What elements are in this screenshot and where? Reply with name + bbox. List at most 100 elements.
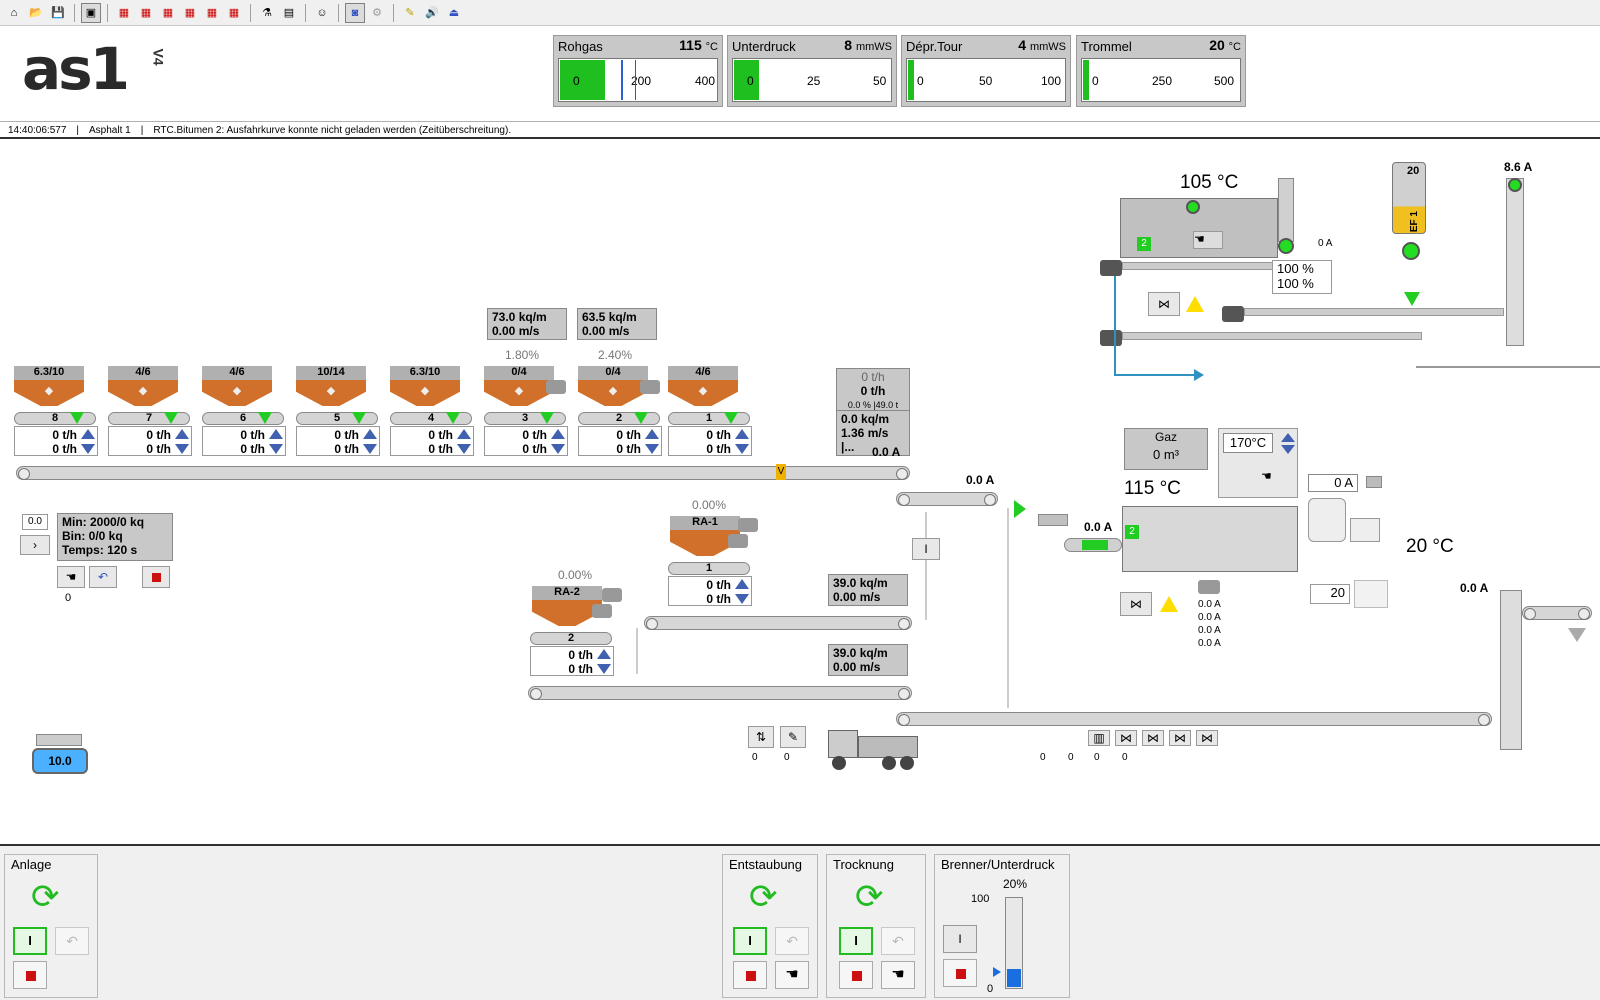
ra2-flow[interactable]: 0 t/h 0 t/h (530, 646, 614, 676)
recipe-icon[interactable]: ⚗ (262, 7, 272, 19)
compressor[interactable]: 10.0 (32, 748, 88, 774)
start-button[interactable]: I (839, 927, 873, 955)
hopper[interactable]: 4/6◆ (108, 366, 178, 406)
collecting-conveyor[interactable] (16, 466, 910, 480)
down-arrow-icon[interactable] (735, 594, 749, 604)
down-arrow-icon[interactable] (551, 444, 565, 454)
filter-valve-button[interactable]: ⋈ (1148, 292, 1180, 316)
stop-button[interactable] (13, 961, 47, 989)
exit-icon[interactable]: ⏏ (448, 7, 460, 19)
ra1-feeder[interactable]: 1 (668, 562, 750, 575)
main-conveyor[interactable] (896, 712, 1492, 726)
up-arrow-icon[interactable] (175, 429, 189, 439)
settings-icon[interactable]: ⚙ (372, 7, 382, 19)
stop-button[interactable] (733, 961, 767, 989)
view-4-icon[interactable]: ▦ (184, 7, 196, 19)
up-arrow-icon[interactable] (363, 429, 377, 439)
hopper[interactable]: 0/4◆ (578, 366, 648, 406)
valve-4-button[interactable]: ⋈ (1196, 730, 1218, 746)
hopper[interactable]: 6.3/10◆ (14, 366, 84, 406)
view-6-icon[interactable]: ▦ (228, 7, 240, 19)
view-5-icon[interactable]: ▦ (206, 7, 218, 19)
undo-button[interactable]: ↶ (881, 927, 915, 955)
ra2-conveyor[interactable] (528, 686, 912, 700)
start-button[interactable]: I (733, 927, 767, 955)
filler-silo[interactable]: 20 EF 1 (1392, 162, 1426, 234)
valve-3-button[interactable]: ⋈ (1169, 730, 1191, 746)
stop-button[interactable] (839, 961, 873, 989)
damper-values[interactable]: 100 % 100 % (1272, 260, 1332, 294)
scale-next-button[interactable]: › (20, 535, 50, 555)
up-arrow-icon[interactable] (735, 429, 749, 439)
sequence-button[interactable]: ⇅ (748, 726, 774, 748)
up-arrow-icon[interactable] (457, 429, 471, 439)
dryer-drum[interactable]: 2 (1122, 506, 1298, 572)
monitor-icon[interactable]: ▣ (81, 2, 101, 23)
undo-button[interactable]: ↶ (775, 927, 809, 955)
hopper[interactable]: 0/4◆ (484, 366, 554, 406)
ra1-flow[interactable]: 0 t/h 0 t/h (668, 576, 752, 606)
down-arrow-icon[interactable] (597, 664, 611, 674)
filler-elevator[interactable] (1506, 178, 1524, 346)
edit-icon[interactable]: ✎ (405, 7, 415, 19)
open-folder-icon[interactable]: 📂 (29, 7, 43, 19)
down-arrow-icon[interactable] (81, 444, 95, 454)
save-icon[interactable]: 💾 (51, 7, 65, 19)
manual-hand-button[interactable]: ☚ (775, 961, 809, 989)
undo-button[interactable]: ↶ (55, 927, 89, 955)
down-arrow-icon[interactable] (363, 444, 377, 454)
up-arrow-icon[interactable] (597, 649, 611, 659)
burner-hand-button[interactable]: ☚ (1261, 469, 1272, 483)
start-button[interactable]: I (13, 927, 47, 955)
hopper[interactable]: 6.3/10◆ (390, 366, 460, 406)
up-arrow-icon[interactable] (81, 429, 95, 439)
down-arrow-icon[interactable] (735, 444, 749, 454)
down-arrow-icon[interactable] (175, 444, 189, 454)
view-3-icon[interactable]: ▦ (162, 7, 174, 19)
bucket-elevator[interactable] (1500, 590, 1522, 750)
spin-button[interactable] (1354, 580, 1388, 608)
sound-icon[interactable]: 🔊 (425, 7, 439, 19)
status-line[interactable]: 14:40:06:577 | Asphalt 1 | RTC.Bitumen 2… (0, 121, 1600, 139)
calendar-icon[interactable]: ▤ (283, 7, 295, 19)
elevator-conveyor[interactable] (1522, 606, 1592, 620)
ra2-feeder[interactable]: 2 (530, 632, 612, 645)
transfer-on-button[interactable]: I (912, 538, 940, 560)
truck-icon[interactable] (828, 726, 920, 774)
manual-hand-button[interactable]: ☚ (881, 961, 915, 989)
ra2-hopper[interactable]: RA-2 (532, 586, 602, 626)
setpoint-field[interactable]: 170°C (1223, 433, 1273, 453)
users-icon[interactable]: ☺ (316, 6, 328, 19)
view-1-icon[interactable]: ▦ (118, 7, 130, 19)
transfer-conveyor[interactable] (896, 492, 998, 506)
valve-2-button[interactable]: ⋈ (1142, 730, 1164, 746)
stop-button[interactable] (943, 959, 977, 987)
manual-hand-button[interactable]: ☚ (57, 566, 85, 588)
dryer-field[interactable]: 20 (1310, 584, 1350, 604)
scale-value[interactable]: 0.0 (22, 514, 48, 530)
down-arrow-icon[interactable] (457, 444, 471, 454)
up-arrow-icon[interactable] (551, 429, 565, 439)
burner-slider[interactable] (1005, 897, 1023, 989)
up-arrow-icon[interactable] (735, 579, 749, 589)
view-2-icon[interactable]: ▦ (140, 7, 152, 19)
alarm-view-icon[interactable]: ◙ (345, 2, 365, 23)
burner-start-button[interactable]: I (943, 925, 977, 953)
down-arrow-icon[interactable] (1281, 445, 1295, 454)
grid-button[interactable]: ▥ (1088, 730, 1110, 746)
down-arrow-icon[interactable] (645, 444, 659, 454)
valve-button[interactable]: ⋈ (1120, 592, 1152, 616)
ra1-conveyor[interactable] (644, 616, 912, 630)
hopper[interactable]: 4/6◆ (202, 366, 272, 406)
home-icon[interactable]: ⌂ (10, 6, 18, 19)
hopper[interactable]: 4/6◆ (668, 366, 738, 406)
valve-1-button[interactable]: ⋈ (1115, 730, 1137, 746)
up-arrow-icon[interactable] (269, 429, 283, 439)
